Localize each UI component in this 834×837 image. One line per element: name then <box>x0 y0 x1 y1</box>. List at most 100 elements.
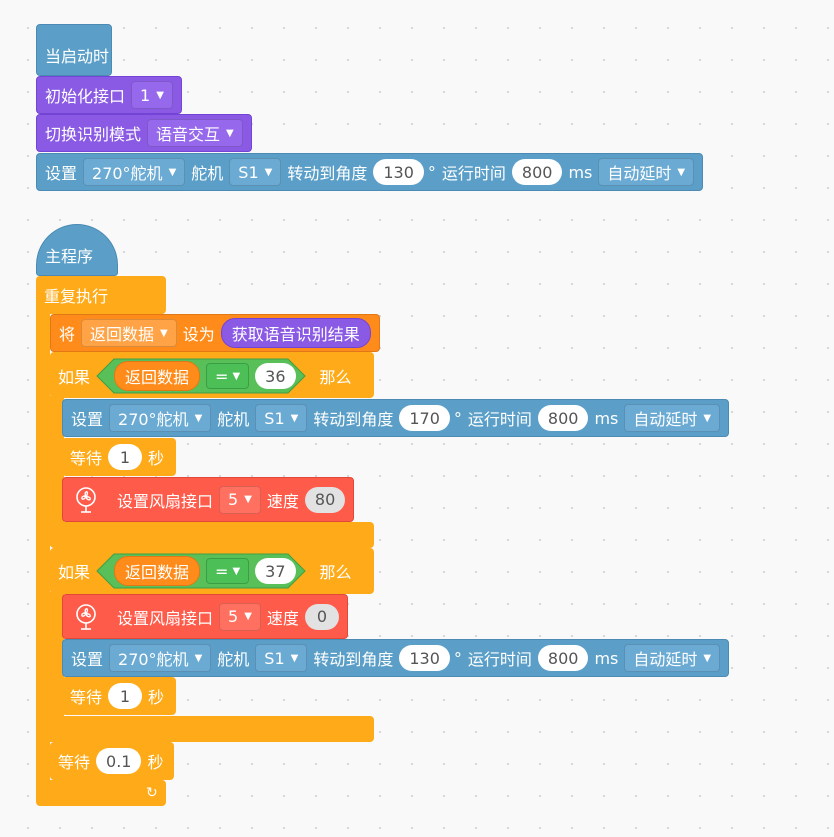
servo-turn-label: 转动到角度 <box>313 410 394 429</box>
servo-block[interactable]: 设置 270°舵机▼ 舵机 S1▼ 转动到角度 130 ° 运行时间 800 m… <box>36 153 704 191</box>
forever-header: 重复执行 <box>36 277 116 313</box>
servo-id-value: S1 <box>238 162 259 182</box>
wait-block[interactable]: 等待 1 秒 <box>62 677 176 715</box>
if-2-header: 如果 返回数据 =▼ 37 那么 <box>50 552 360 590</box>
servo-id-dropdown[interactable]: S1▼ <box>255 404 308 432</box>
servo-type-value: 270°舵机 <box>118 410 189 429</box>
servo-delay-dropdown[interactable]: 自动延时▼ <box>624 644 721 672</box>
caret-down-icon: ▼ <box>194 412 203 424</box>
if-1-header: 如果 返回数据 =▼ 36 那么 <box>50 357 360 395</box>
loop-arrow-icon: ↻ <box>146 785 158 801</box>
caret-down-icon: ▼ <box>156 89 164 101</box>
caret-down-icon: ▼ <box>290 412 299 424</box>
servo-id-dropdown[interactable]: S1▼ <box>255 644 308 672</box>
fan-speed-input[interactable]: 80 <box>304 486 346 513</box>
ms-label: ms <box>568 162 593 182</box>
fan-port-value: 5 <box>228 607 239 626</box>
wait-seconds-input[interactable]: 0.1 <box>96 748 142 774</box>
servo-set-label: 设置 <box>71 410 104 429</box>
wait-label: 等待 <box>70 688 103 707</box>
servo-set-label: 设置 <box>45 164 78 183</box>
servo-delay-value: 自动延时 <box>633 650 698 669</box>
caret-down-icon: ▼ <box>232 565 241 577</box>
servo-angle-input[interactable]: 130 <box>373 159 424 185</box>
fan-icon <box>71 602 101 632</box>
recognition-mode-block[interactable]: 切换识别模式 语音交互 ▼ <box>36 114 252 152</box>
caret-down-icon: ▼ <box>244 611 252 622</box>
wait-seconds-input[interactable]: 1 <box>108 683 143 709</box>
fan-speed-block[interactable]: 设置风扇接口 5▼ 速度 80 <box>62 477 355 522</box>
ms-label: ms <box>594 648 619 668</box>
equals-condition[interactable]: 返回数据 =▼ 37 <box>96 553 313 589</box>
if-label: 如果 <box>58 563 91 582</box>
servo-block[interactable]: 设置 270°舵机▼ 舵机 S1▼ 转动到角度 130 ° 运行时间 800 m… <box>62 639 730 677</box>
servo-type-value: 270°舵机 <box>92 164 163 183</box>
servo-delay-dropdown[interactable]: 自动延时 ▼ <box>624 404 721 432</box>
forever-label: 重复执行 <box>44 287 109 306</box>
variable-dropdown[interactable]: 返回数据 ▼ <box>81 319 177 347</box>
caret-down-icon: ▼ <box>160 327 168 339</box>
variable-value: 返回数据 <box>90 325 155 344</box>
main-hat-block[interactable]: 主程序 <box>36 224 118 276</box>
variable-reporter[interactable]: 返回数据 <box>114 361 201 391</box>
fan-port-value: 5 <box>228 490 239 509</box>
fan-icon <box>71 485 101 515</box>
variable-reporter[interactable]: 返回数据 <box>114 556 201 586</box>
servo-time-input[interactable]: 800 <box>537 645 589 671</box>
if-label: 如果 <box>58 368 91 387</box>
fan-port-dropdown[interactable]: 5▼ <box>219 602 261 631</box>
start-hat-label: 当启动时 <box>45 47 110 66</box>
mode-dropdown[interactable]: 语音交互 ▼ <box>147 119 243 147</box>
init-port-dropdown[interactable]: 1▼ <box>131 81 173 109</box>
init-port-block[interactable]: 初始化接口 1▼ <box>36 76 182 114</box>
servo-id-value: S1 <box>264 648 285 668</box>
start-hat-block[interactable]: 当启动时 <box>36 24 112 76</box>
compare-value-input[interactable]: 36 <box>255 363 296 389</box>
wait-seconds-input[interactable]: 1 <box>108 444 143 470</box>
operator-dropdown[interactable]: =▼ <box>206 558 250 584</box>
caret-down-icon: ▼ <box>264 166 273 178</box>
servo-label: 舵机 <box>191 164 224 183</box>
speed-label: 速度 <box>266 491 299 511</box>
servo-angle-input[interactable]: 170 <box>399 405 450 431</box>
fan-port-dropdown[interactable]: 5▼ <box>219 485 261 514</box>
servo-delay-value: 自动延时 <box>633 410 698 429</box>
servo-block[interactable]: 设置 270°舵机▼ 舵机 S1▼ 转动到角度 170 ° 运行时间 800 m… <box>62 399 730 437</box>
caret-down-icon: ▼ <box>168 166 177 178</box>
servo-type-dropdown[interactable]: 270°舵机 ▼ <box>109 404 212 432</box>
fan-speed-input[interactable]: 0 <box>304 603 339 630</box>
servo-turn-label: 转动到角度 <box>313 650 394 669</box>
servo-type-dropdown[interactable]: 270°舵机 ▼ <box>83 158 186 186</box>
caret-down-icon: ▼ <box>226 127 234 139</box>
servo-time-input[interactable]: 800 <box>537 405 589 431</box>
fan-label: 设置风扇接口 <box>117 608 214 628</box>
servo-delay-dropdown[interactable]: 自动延时▼ <box>598 158 695 186</box>
main-hat-label: 主程序 <box>45 247 94 266</box>
set-variable-block[interactable]: 将 返回数据▼ 设为 获取语音识别结果 <box>50 314 380 352</box>
voice-result-reporter[interactable]: 获取语音识别结果 <box>220 318 371 348</box>
init-port-value: 1 <box>140 85 151 105</box>
speed-label: 速度 <box>266 608 299 628</box>
caret-down-icon: ▼ <box>232 370 241 382</box>
wait-block[interactable]: 等待 1 秒 <box>62 438 176 476</box>
caret-down-icon: ▼ <box>703 412 712 424</box>
forever-footer <box>36 780 166 806</box>
mode-label: 切换识别模式 <box>45 125 142 144</box>
forever-arm <box>36 300 50 784</box>
wait-block[interactable]: 等待 0.1 秒 <box>50 742 174 780</box>
servo-runtime-label: 运行时间 <box>467 650 532 669</box>
degree-symbol: ° <box>427 162 436 182</box>
operator-dropdown[interactable]: =▼ <box>206 363 250 389</box>
forever-block[interactable] <box>36 276 166 314</box>
servo-set-label: 设置 <box>71 650 104 669</box>
compare-value-input[interactable]: 37 <box>255 558 296 584</box>
mode-value: 语音交互 <box>156 125 221 144</box>
equals-condition[interactable]: 返回数据 =▼ 36 <box>96 358 313 394</box>
servo-label: 舵机 <box>217 410 250 429</box>
servo-turn-label: 转动到角度 <box>287 164 368 183</box>
servo-time-input[interactable]: 800 <box>511 159 563 185</box>
servo-angle-input[interactable]: 130 <box>399 645 450 671</box>
fan-speed-block[interactable]: 设置风扇接口 5▼ 速度 0 <box>62 594 348 639</box>
servo-type-dropdown[interactable]: 270°舵机▼ <box>109 644 212 672</box>
servo-id-dropdown[interactable]: S1 ▼ <box>229 158 282 186</box>
